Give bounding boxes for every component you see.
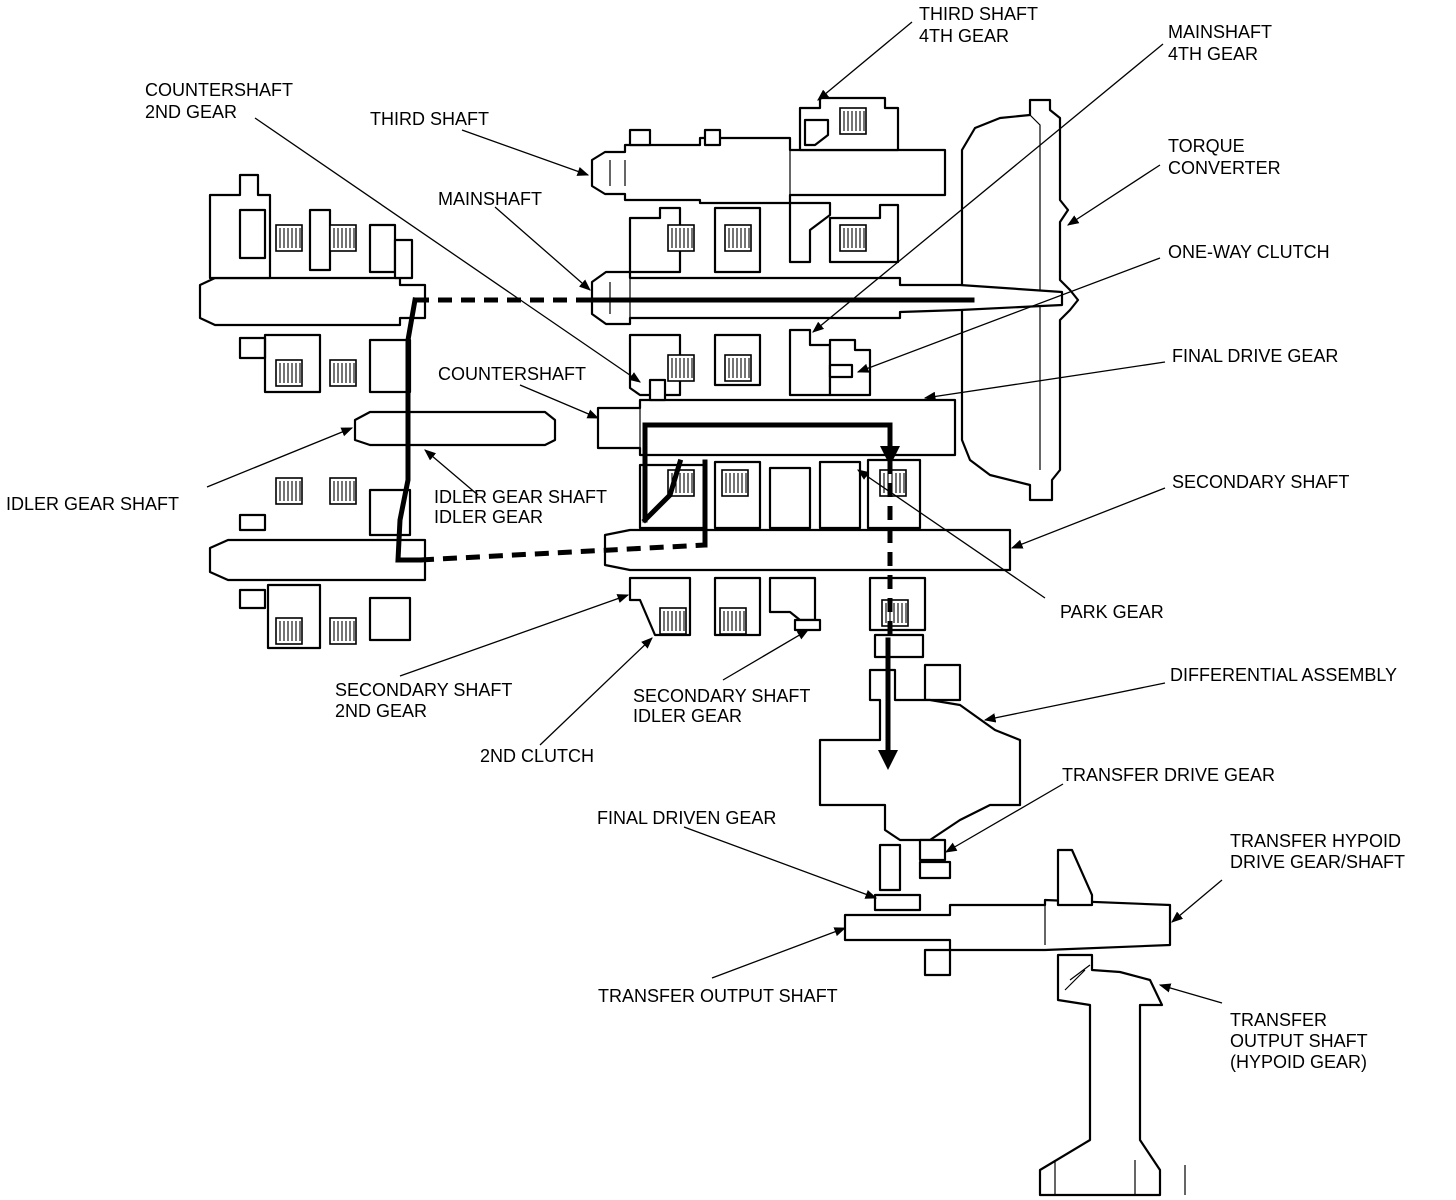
label-mainshaft: MAINSHAFT: [438, 189, 542, 209]
label-differential-assembly: DIFFERENTIAL ASSEMBLY: [1170, 665, 1397, 685]
label-countershaft: COUNTERSHAFT: [438, 364, 586, 384]
label-transfer-output-shaft: TRANSFER OUTPUT SHAFT: [598, 986, 838, 1006]
label-secondary-shaft-2nd-gear: SECONDARY SHAFT 2ND GEAR: [335, 680, 517, 721]
leader-lines: [206, 21, 1223, 1004]
transfer-gears: [873, 838, 952, 912]
idler-gear-shaft: [353, 410, 557, 447]
mainshaft-assembly: [590, 201, 1064, 397]
label-transfer-drive-gear: TRANSFER DRIVE GEAR: [1062, 765, 1275, 785]
label-secondary-shaft-idler-gear: SECONDARY SHAFT IDLER GEAR: [633, 686, 815, 726]
transfer-hypoid-shaft: [1038, 848, 1186, 1197]
label-final-driven-gear: FINAL DRIVEN GEAR: [597, 808, 776, 828]
left-upper-shaft-assembly: [198, 173, 427, 394]
label-countershaft-2nd-gear: COUNTERSHAFT 2ND GEAR: [145, 80, 298, 122]
label-idler-gear-shaft-idler-gear: IDLER GEAR SHAFT IDLER GEAR: [434, 487, 612, 527]
label-final-drive-gear: FINAL DRIVE GEAR: [1172, 346, 1338, 366]
countershaft-assembly: [596, 378, 957, 457]
transfer-output-shaft: [843, 898, 1172, 977]
label-torque-converter: TORQUE CONVERTER: [1168, 136, 1281, 178]
label-third-shaft-4th-gear: THIRD SHAFT 4TH GEAR: [919, 4, 1043, 46]
label-2nd-clutch: 2ND CLUTCH: [480, 746, 594, 766]
differential-assembly: [818, 663, 1022, 842]
label-park-gear: PARK GEAR: [1060, 602, 1164, 622]
power-flow-path: [395, 297, 975, 770]
label-transfer-hypoid-drive-gear-shaft: TRANSFER HYPOID DRIVE GEAR/SHAFT: [1230, 831, 1406, 872]
label-mainshaft-4th-gear: MAINSHAFT 4TH GEAR: [1168, 22, 1277, 64]
label-transfer-output-shaft-hypoid-gear: TRANSFER OUTPUT SHAFT (HYPOID GEAR): [1230, 1010, 1372, 1072]
label-idler-gear-shaft: IDLER GEAR SHAFT: [6, 494, 179, 514]
label-one-way-clutch: ONE-WAY CLUTCH: [1168, 242, 1330, 262]
label-third-shaft: THIRD SHAFT: [370, 109, 489, 129]
callout-labels: THIRD SHAFT 4TH GEAR MAINSHAFT 4TH GEAR …: [6, 4, 1406, 1072]
secondary-shaft-assembly: [603, 458, 1012, 659]
left-lower-shaft-assembly: [208, 477, 427, 650]
third-shaft-assembly: [590, 96, 947, 205]
label-secondary-shaft: SECONDARY SHAFT: [1172, 472, 1349, 492]
